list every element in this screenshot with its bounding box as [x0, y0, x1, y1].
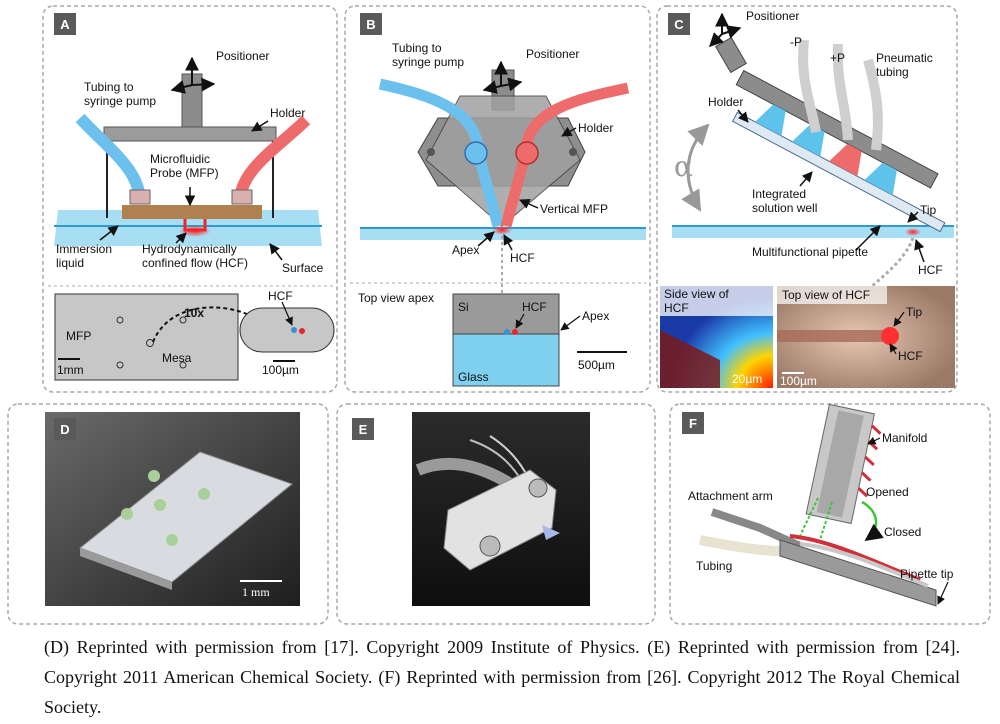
label-surface: Surface [282, 261, 324, 275]
mfp-inset [54, 293, 239, 381]
label-top-view-hcf: Top view of HCF [782, 288, 870, 302]
label-hcf2-b: HCF [522, 300, 547, 314]
label-scale-20um: 20µm [732, 372, 762, 386]
label-zoom: 10x [184, 306, 204, 320]
label-tubing-f: Tubing [696, 559, 732, 573]
label-scale-1mm-d: 1 mm [242, 585, 270, 599]
label-scale-1mm: 1mm [57, 363, 84, 377]
label-positioner-a: Positioner [216, 49, 269, 63]
label-apex2-b: Apex [582, 309, 609, 323]
label-inset-mesa: Mesa [162, 351, 192, 365]
label-positioner-c: Positioner [746, 9, 799, 23]
attachment-arm [710, 508, 802, 550]
label-pipette-tip: Pipette tip [900, 567, 954, 581]
label-si: Si [458, 300, 469, 314]
holder-c [735, 69, 939, 189]
label-hcf2-c: HCF [898, 349, 923, 363]
positioner-icon [170, 56, 216, 94]
figure-caption: (D) Reprinted with permission from [17].… [44, 637, 960, 717]
label-closed: Closed [884, 525, 921, 539]
glass-layer [452, 333, 560, 387]
panel-a-letter: A [60, 17, 70, 32]
label-opened: Opened [866, 485, 909, 499]
label-vertical-mfp: Vertical MFP [540, 202, 608, 216]
mfp-probe [122, 205, 262, 219]
holder-bar [103, 126, 277, 142]
label-manifold: Manifold [882, 431, 927, 445]
label-inset-mfp: MFP [66, 329, 91, 343]
label-glass: Glass [458, 370, 489, 384]
label-plus-p: +P [830, 51, 845, 65]
label-pipette: Multifunctional pipette [752, 245, 868, 259]
panel-letter-box [54, 13, 76, 35]
panel-f-letter: F [689, 416, 697, 431]
panel-d-letter: D [60, 422, 69, 437]
label-holder-a: Holder [270, 106, 305, 120]
label-scale-100um-c: 100µm [780, 374, 817, 388]
si-layer [452, 293, 560, 335]
pipette-body [779, 539, 937, 607]
mesa-zoom [239, 307, 335, 353]
label-inset-hcf: HCF [268, 289, 293, 303]
probe-holder-e [443, 469, 557, 571]
hcf-glow [179, 225, 211, 237]
label-positioner-b: Positioner [526, 47, 579, 61]
panel-b-letter: B [366, 17, 375, 32]
panel-c-letter: C [674, 17, 684, 32]
panel-e-letter: E [359, 422, 368, 437]
label-scale-500um: 500µm [578, 358, 615, 372]
label-apex-b: Apex [452, 243, 479, 257]
panel-f: F Manifold Attachment arm Opened Closed … [669, 403, 991, 625]
label-hcf-b: HCF [510, 251, 535, 265]
label-tip2-c: Tip [906, 305, 923, 319]
label-holder-b: Holder [578, 121, 613, 135]
label-tip-c: Tip [920, 203, 937, 217]
label-alpha: α [674, 150, 693, 183]
label-attachment-arm: Attachment arm [688, 489, 773, 503]
label-holder-c: Holder [708, 95, 743, 109]
label-top-view-apex: Top view apex [358, 291, 434, 305]
panel-e: E [336, 403, 656, 625]
panel-d: D 1 mm [7, 403, 329, 625]
label-scale-100um-a: 100µm [262, 363, 299, 377]
label-hcf-c: HCF [918, 263, 943, 277]
label-minus-p: -P [790, 35, 802, 49]
